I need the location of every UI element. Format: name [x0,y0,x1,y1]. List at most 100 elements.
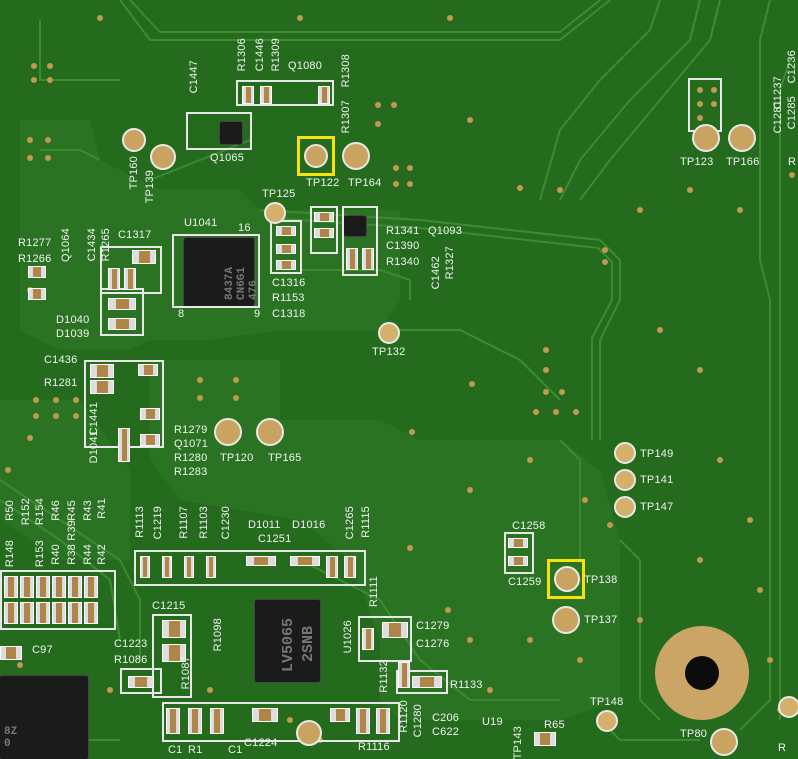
resistor-array [4,602,18,624]
smd-part [326,556,338,578]
silk-r1107: R1107 [178,506,190,539]
test-pad-tp149[interactable] [614,442,636,464]
silk-r42: R42 [96,544,108,565]
silk-r1103: R1103 [198,506,210,539]
test-pad-tp165[interactable] [256,418,284,446]
silk-q1071: Q1071 [174,438,209,450]
silk-r44: R44 [82,544,94,565]
test-pad-tp132[interactable] [378,322,400,344]
silk-c1436: C1436 [44,354,78,366]
silk-tp147: TP147 [640,501,674,513]
test-pad-tp141[interactable] [614,469,636,491]
silk-tp123: TP123 [680,156,714,168]
silk-q1093: Q1093 [428,225,463,237]
silk-d1040: D1040 [56,314,90,326]
test-pad-tp137[interactable] [552,606,580,634]
highlight-tp138 [547,559,585,599]
silk-c1219: C1219 [152,506,164,540]
test-pad-tp120[interactable] [214,418,242,446]
outline-group-c1317 [100,246,162,294]
ic-left-marking: 8Z 0 [4,726,18,750]
outline-group-r1341 [310,206,338,254]
smd-part [318,86,330,104]
test-pad-tp166[interactable] [728,124,756,152]
silk-r1153: R1153 [272,292,305,304]
silk-r40: R40 [50,544,62,565]
silk-c1-b: C1 [228,744,243,756]
test-pad-edge[interactable] [778,696,798,718]
silk-c1447: C1447 [188,60,200,94]
silk-c1276: C1276 [416,638,450,650]
silk-r1-a: R1 [188,744,203,756]
silk-tp160: TP160 [128,156,140,190]
smd-part [140,408,160,420]
silk-r41: R41 [96,498,108,519]
silk-tp120: TP120 [220,452,254,464]
silk-tp141: TP141 [640,474,674,486]
silk-r-edge: R [788,156,797,168]
outline-group-r1113 [134,550,366,586]
smd-part [108,298,136,310]
outline-group-c1258 [504,532,534,574]
silk-r1098: R1098 [212,618,224,652]
test-pad-tp122[interactable] [304,144,328,168]
silk-c622: C622 [432,726,460,738]
outline-group-r1086 [120,668,162,694]
test-pad-tp139[interactable] [150,144,176,170]
silk-pin16: 16 [238,222,251,234]
silk-c1230: C1230 [220,506,232,540]
resistor-array [68,602,82,624]
outline-group-d1040 [100,288,144,336]
smd-part [346,248,358,270]
silk-r46: R46 [50,500,62,521]
silk-r153: R153 [34,540,46,568]
silk-r1340: R1340 [386,256,420,268]
smd-part [508,556,528,566]
silk-tp125: TP125 [262,188,296,200]
silk-tp132: TP132 [372,346,406,358]
smd-part [188,708,202,734]
test-pad-tp138[interactable] [554,566,580,592]
silk-c1390: C1390 [386,240,420,252]
test-pad-tp160[interactable] [122,128,146,152]
smd-part [166,708,180,734]
silk-q1065: Q1065 [210,152,245,164]
smd-part [356,708,370,734]
silk-c1280: C1280 [412,704,424,738]
smd-part [382,622,408,638]
silk-r1133: R1133 [450,679,483,691]
silk-r148: R148 [4,540,16,568]
smd-part [140,434,160,446]
test-pad-tp148[interactable] [596,710,618,732]
test-pad-tp164[interactable] [342,142,370,170]
silk-c1279: C1279 [416,620,450,632]
smd-part [398,662,410,688]
smd-part [0,646,22,660]
test-pad-tp80[interactable] [710,728,738,756]
smd-part [412,676,442,688]
test-pad-tp123[interactable] [692,124,720,152]
smd-part [138,364,158,376]
silk-c1236: C1236 [786,50,798,84]
silk-r1132: R1132 [378,660,390,693]
silk-pin9: 9 [254,308,261,320]
silk-c1215: C1215 [152,600,186,612]
silk-c1251: C1251 [258,533,292,545]
smd-part [162,644,186,662]
highlight-tp122 [297,136,335,176]
silk-tp122: TP122 [306,177,340,189]
smd-part [330,708,350,722]
resistor-array [4,576,18,598]
resistor-array [52,602,66,624]
test-pad-tp147[interactable] [614,496,636,518]
test-pad-unlabeled[interactable] [296,720,322,746]
smd-part [314,212,334,222]
silk-tp164: TP164 [348,177,382,189]
test-pad-tp125[interactable] [264,202,286,224]
silk-c1265: C1265 [344,506,356,540]
smd-part [246,556,276,566]
silk-r1265: R1265 [100,228,112,262]
smd-part [90,380,114,394]
silk-c1224: C1224 [244,737,278,749]
smd-part [124,268,136,290]
